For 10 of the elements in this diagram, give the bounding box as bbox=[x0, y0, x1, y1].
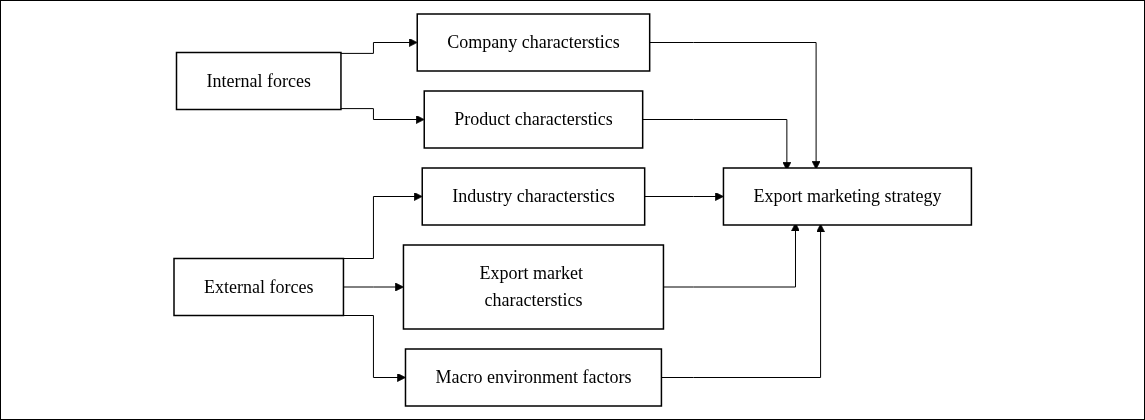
node-box: External forces bbox=[173, 257, 344, 317]
node-box: Export market characterstics bbox=[402, 244, 664, 330]
node-box: Macro environment factors bbox=[404, 348, 662, 407]
arrow bbox=[340, 108, 425, 124]
node-box: Industry characterstics bbox=[421, 167, 646, 226]
arrow bbox=[340, 38, 418, 54]
node-box: Product characterstics bbox=[423, 90, 644, 149]
node-box: Company characterstics bbox=[416, 13, 651, 72]
node-box: Export marketing strategy bbox=[722, 167, 972, 226]
node-box: Internal forces bbox=[175, 51, 342, 111]
